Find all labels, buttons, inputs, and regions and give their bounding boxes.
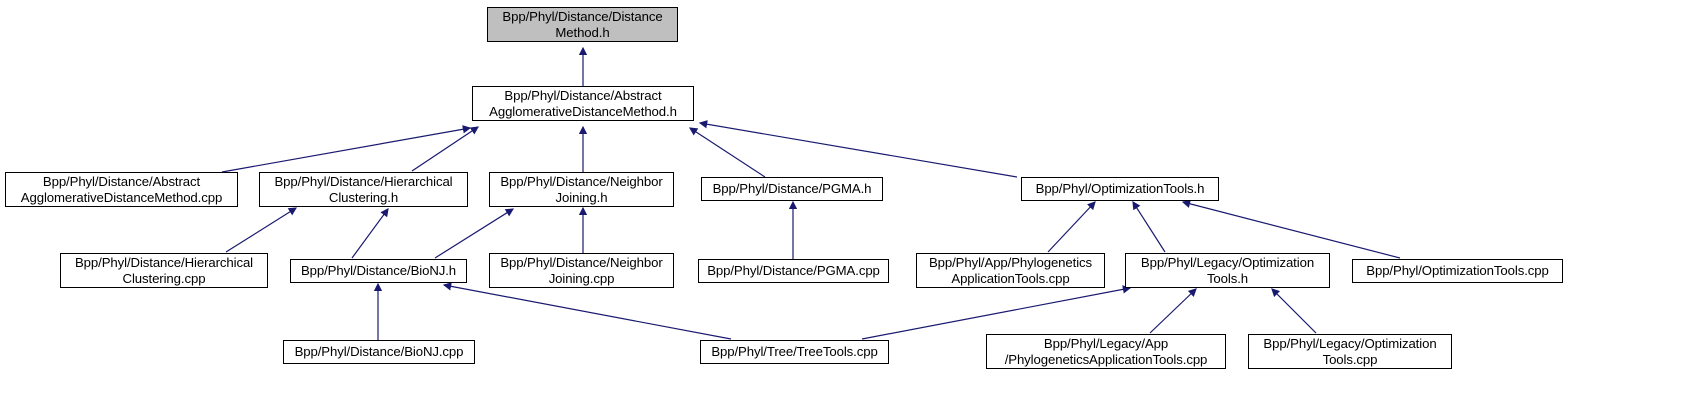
graph-edge-optimization-tools-h-to-abstract-agglomerative-distance-method-h <box>698 120 1018 178</box>
graph-node-label: Bpp/Phyl/Legacy/App /PhylogeneticsApplic… <box>1004 336 1208 367</box>
graph-node-label: Bpp/Phyl/App/Phylogenetics ApplicationTo… <box>928 255 1093 286</box>
graph-node-legacy-optimization-tools-cpp[interactable]: Bpp/Phyl/Legacy/Optimization Tools.cpp <box>1248 334 1452 369</box>
graph-node-abstract-agglomerative-distance-method-h[interactable]: Bpp/Phyl/Distance/Abstract Agglomerative… <box>472 86 694 121</box>
graph-node-label: Bpp/Phyl/Legacy/Optimization Tools.cpp <box>1263 336 1437 367</box>
graph-node-neighbor-joining-cpp[interactable]: Bpp/Phyl/Distance/Neighbor Joining.cpp <box>489 253 674 288</box>
graph-node-hierarchical-clustering-h[interactable]: Bpp/Phyl/Distance/Hierarchical Clusterin… <box>259 172 468 207</box>
graph-node-optimization-tools-cpp[interactable]: Bpp/Phyl/OptimizationTools.cpp <box>1352 259 1563 283</box>
graph-node-label: Bpp/Phyl/OptimizationTools.cpp <box>1366 263 1549 279</box>
graph-edge-optimization-tools-cpp-to-optimization-tools-h <box>1181 199 1401 259</box>
graph-node-label: Bpp/Phyl/Distance/Hierarchical Clusterin… <box>74 255 254 286</box>
graph-node-label: Bpp/Phyl/OptimizationTools.h <box>1035 181 1205 197</box>
graph-node-label: Bpp/Phyl/Distance/PGMA.cpp <box>707 263 880 279</box>
graph-node-label: Bpp/Phyl/Tree/TreeTools.cpp <box>711 344 878 360</box>
graph-node-abstract-agglomerative-distance-method-cpp[interactable]: Bpp/Phyl/Distance/Abstract Agglomerative… <box>5 172 238 207</box>
graph-edge-abstract-agglomerative-distance-method-cpp-to-abstract-agglomerative-distance-method-h <box>221 125 472 173</box>
graph-node-label: Bpp/Phyl/Distance/Neighbor Joining.cpp <box>500 255 663 286</box>
graph-node-label: Bpp/Phyl/Distance/Abstract Agglomerative… <box>20 174 223 205</box>
graph-node-label: Bpp/Phyl/Distance/BioNJ.h <box>300 263 457 279</box>
graph-node-legacy-optimization-tools-h[interactable]: Bpp/Phyl/Legacy/Optimization Tools.h <box>1125 253 1330 288</box>
graph-node-distance-method-h: Bpp/Phyl/Distance/Distance Method.h <box>487 7 678 42</box>
graph-edge-tree-tools-cpp-to-bionj-h <box>442 282 732 340</box>
graph-node-app-phylogenetics-application-tools-cpp[interactable]: Bpp/Phyl/App/Phylogenetics ApplicationTo… <box>916 253 1105 288</box>
graph-node-label: Bpp/Phyl/Distance/Distance Method.h <box>502 9 663 40</box>
graph-edge-legacy-app-phylogenetics-application-tools-cpp-to-legacy-optimization-tools-h <box>1149 288 1197 334</box>
graph-edge-legacy-optimization-tools-cpp-to-legacy-optimization-tools-h <box>1271 288 1317 334</box>
graph-node-optimization-tools-h[interactable]: Bpp/Phyl/OptimizationTools.h <box>1021 177 1219 201</box>
graph-node-label: Bpp/Phyl/Legacy/Optimization Tools.h <box>1140 255 1315 286</box>
graph-node-label: Bpp/Phyl/Distance/Neighbor Joining.h <box>500 174 663 205</box>
graph-node-legacy-app-phylogenetics-application-tools-cpp[interactable]: Bpp/Phyl/Legacy/App /PhylogeneticsApplic… <box>986 334 1226 369</box>
graph-node-pgma-h[interactable]: Bpp/Phyl/Distance/PGMA.h <box>701 177 883 201</box>
graph-node-bionj-h[interactable]: Bpp/Phyl/Distance/BioNJ.h <box>290 259 467 283</box>
graph-node-tree-tools-cpp[interactable]: Bpp/Phyl/Tree/TreeTools.cpp <box>700 340 889 364</box>
graph-edge-bionj-h-to-hierarchical-clustering-h <box>351 208 389 259</box>
graph-node-label: Bpp/Phyl/Distance/BioNJ.cpp <box>294 344 464 360</box>
graph-edge-app-phylogenetics-application-tools-cpp-to-optimization-tools-h <box>1047 201 1096 253</box>
graph-node-neighbor-joining-h[interactable]: Bpp/Phyl/Distance/Neighbor Joining.h <box>489 172 674 207</box>
graph-node-label: Bpp/Phyl/Distance/PGMA.h <box>712 181 872 197</box>
graph-node-pgma-cpp[interactable]: Bpp/Phyl/Distance/PGMA.cpp <box>698 259 889 283</box>
graph-node-hierarchical-clustering-cpp[interactable]: Bpp/Phyl/Distance/Hierarchical Clusterin… <box>60 253 268 288</box>
graph-node-label: Bpp/Phyl/Distance/Abstract Agglomerative… <box>489 88 677 119</box>
graph-node-label: Bpp/Phyl/Distance/Hierarchical Clusterin… <box>274 174 453 205</box>
graph-edge-legacy-optimization-tools-h-to-optimization-tools-h <box>1132 200 1166 253</box>
graph-edge-bionj-h-to-neighbor-joining-h <box>434 208 515 259</box>
graph-node-bionj-cpp[interactable]: Bpp/Phyl/Distance/BioNJ.cpp <box>283 340 475 364</box>
graph-edge-hierarchical-clustering-cpp-to-hierarchical-clustering-h <box>225 207 298 253</box>
graph-edge-hierarchical-clustering-h-to-abstract-agglomerative-distance-method-h <box>411 126 479 172</box>
graph-edge-tree-tools-cpp-to-legacy-optimization-tools-h <box>861 285 1132 340</box>
graph-edge-pgma-h-to-abstract-agglomerative-distance-method-h <box>688 127 766 178</box>
